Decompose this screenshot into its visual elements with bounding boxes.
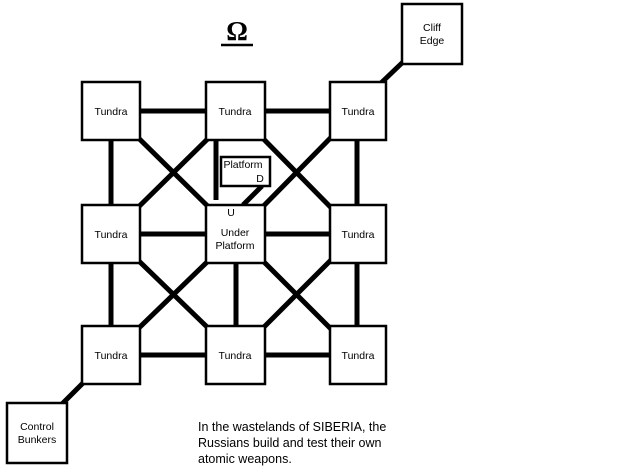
- up-exit-label: U: [227, 207, 235, 219]
- room-label-line1: Cliff: [423, 22, 441, 34]
- description-caption: In the wastelands of SIBERIA, the Russia…: [198, 419, 458, 467]
- room-label-line1: Control: [20, 421, 54, 433]
- room-label: Tundra: [219, 106, 252, 118]
- room-label: Tundra: [95, 350, 128, 362]
- room-tundra-top-center: Tundra: [204, 80, 267, 142]
- room-label: Tundra: [342, 350, 375, 362]
- room-cliff-edge: Cliff Edge: [400, 2, 464, 66]
- caption-line-3: atomic weapons.: [198, 452, 292, 466]
- room-label: Tundra: [95, 106, 128, 118]
- omega-symbol: Ω: [226, 16, 248, 46]
- room-label-line2: Bunkers: [18, 434, 57, 446]
- room-label: Tundra: [219, 350, 252, 362]
- room-label: Tundra: [342, 106, 375, 118]
- room-tundra-bottom-right: Tundra: [328, 324, 388, 386]
- room-tundra-middle-right: Tundra: [328, 203, 388, 265]
- room-control-bunkers: Control Bunkers: [5, 401, 69, 465]
- room-label: Tundra: [342, 229, 375, 241]
- caption-line-1: In the wastelands of SIBERIA, the: [198, 420, 387, 434]
- room-label-line1: Under: [221, 227, 250, 239]
- room-label-line2: Platform: [215, 240, 254, 252]
- room-label: Tundra: [95, 229, 128, 241]
- room-tundra-top-left: Tundra: [80, 80, 142, 142]
- down-exit-label: D: [256, 173, 264, 185]
- room-under-platform: U Under Platform: [204, 203, 267, 265]
- room-label-line2: Edge: [420, 35, 445, 47]
- path-platform-down: [241, 184, 264, 207]
- room-platform: Platform D: [219, 155, 272, 188]
- path-to-cliff-edge: [378, 60, 405, 86]
- caption-line-2: Russians build and test their own: [198, 436, 382, 450]
- room-label: Platform: [223, 159, 262, 171]
- room-tundra-middle-left: Tundra: [80, 203, 142, 265]
- room-tundra-bottom-left: Tundra: [80, 324, 142, 386]
- room-tundra-top-right: Tundra: [328, 80, 388, 142]
- room-tundra-bottom-center: Tundra: [204, 324, 267, 386]
